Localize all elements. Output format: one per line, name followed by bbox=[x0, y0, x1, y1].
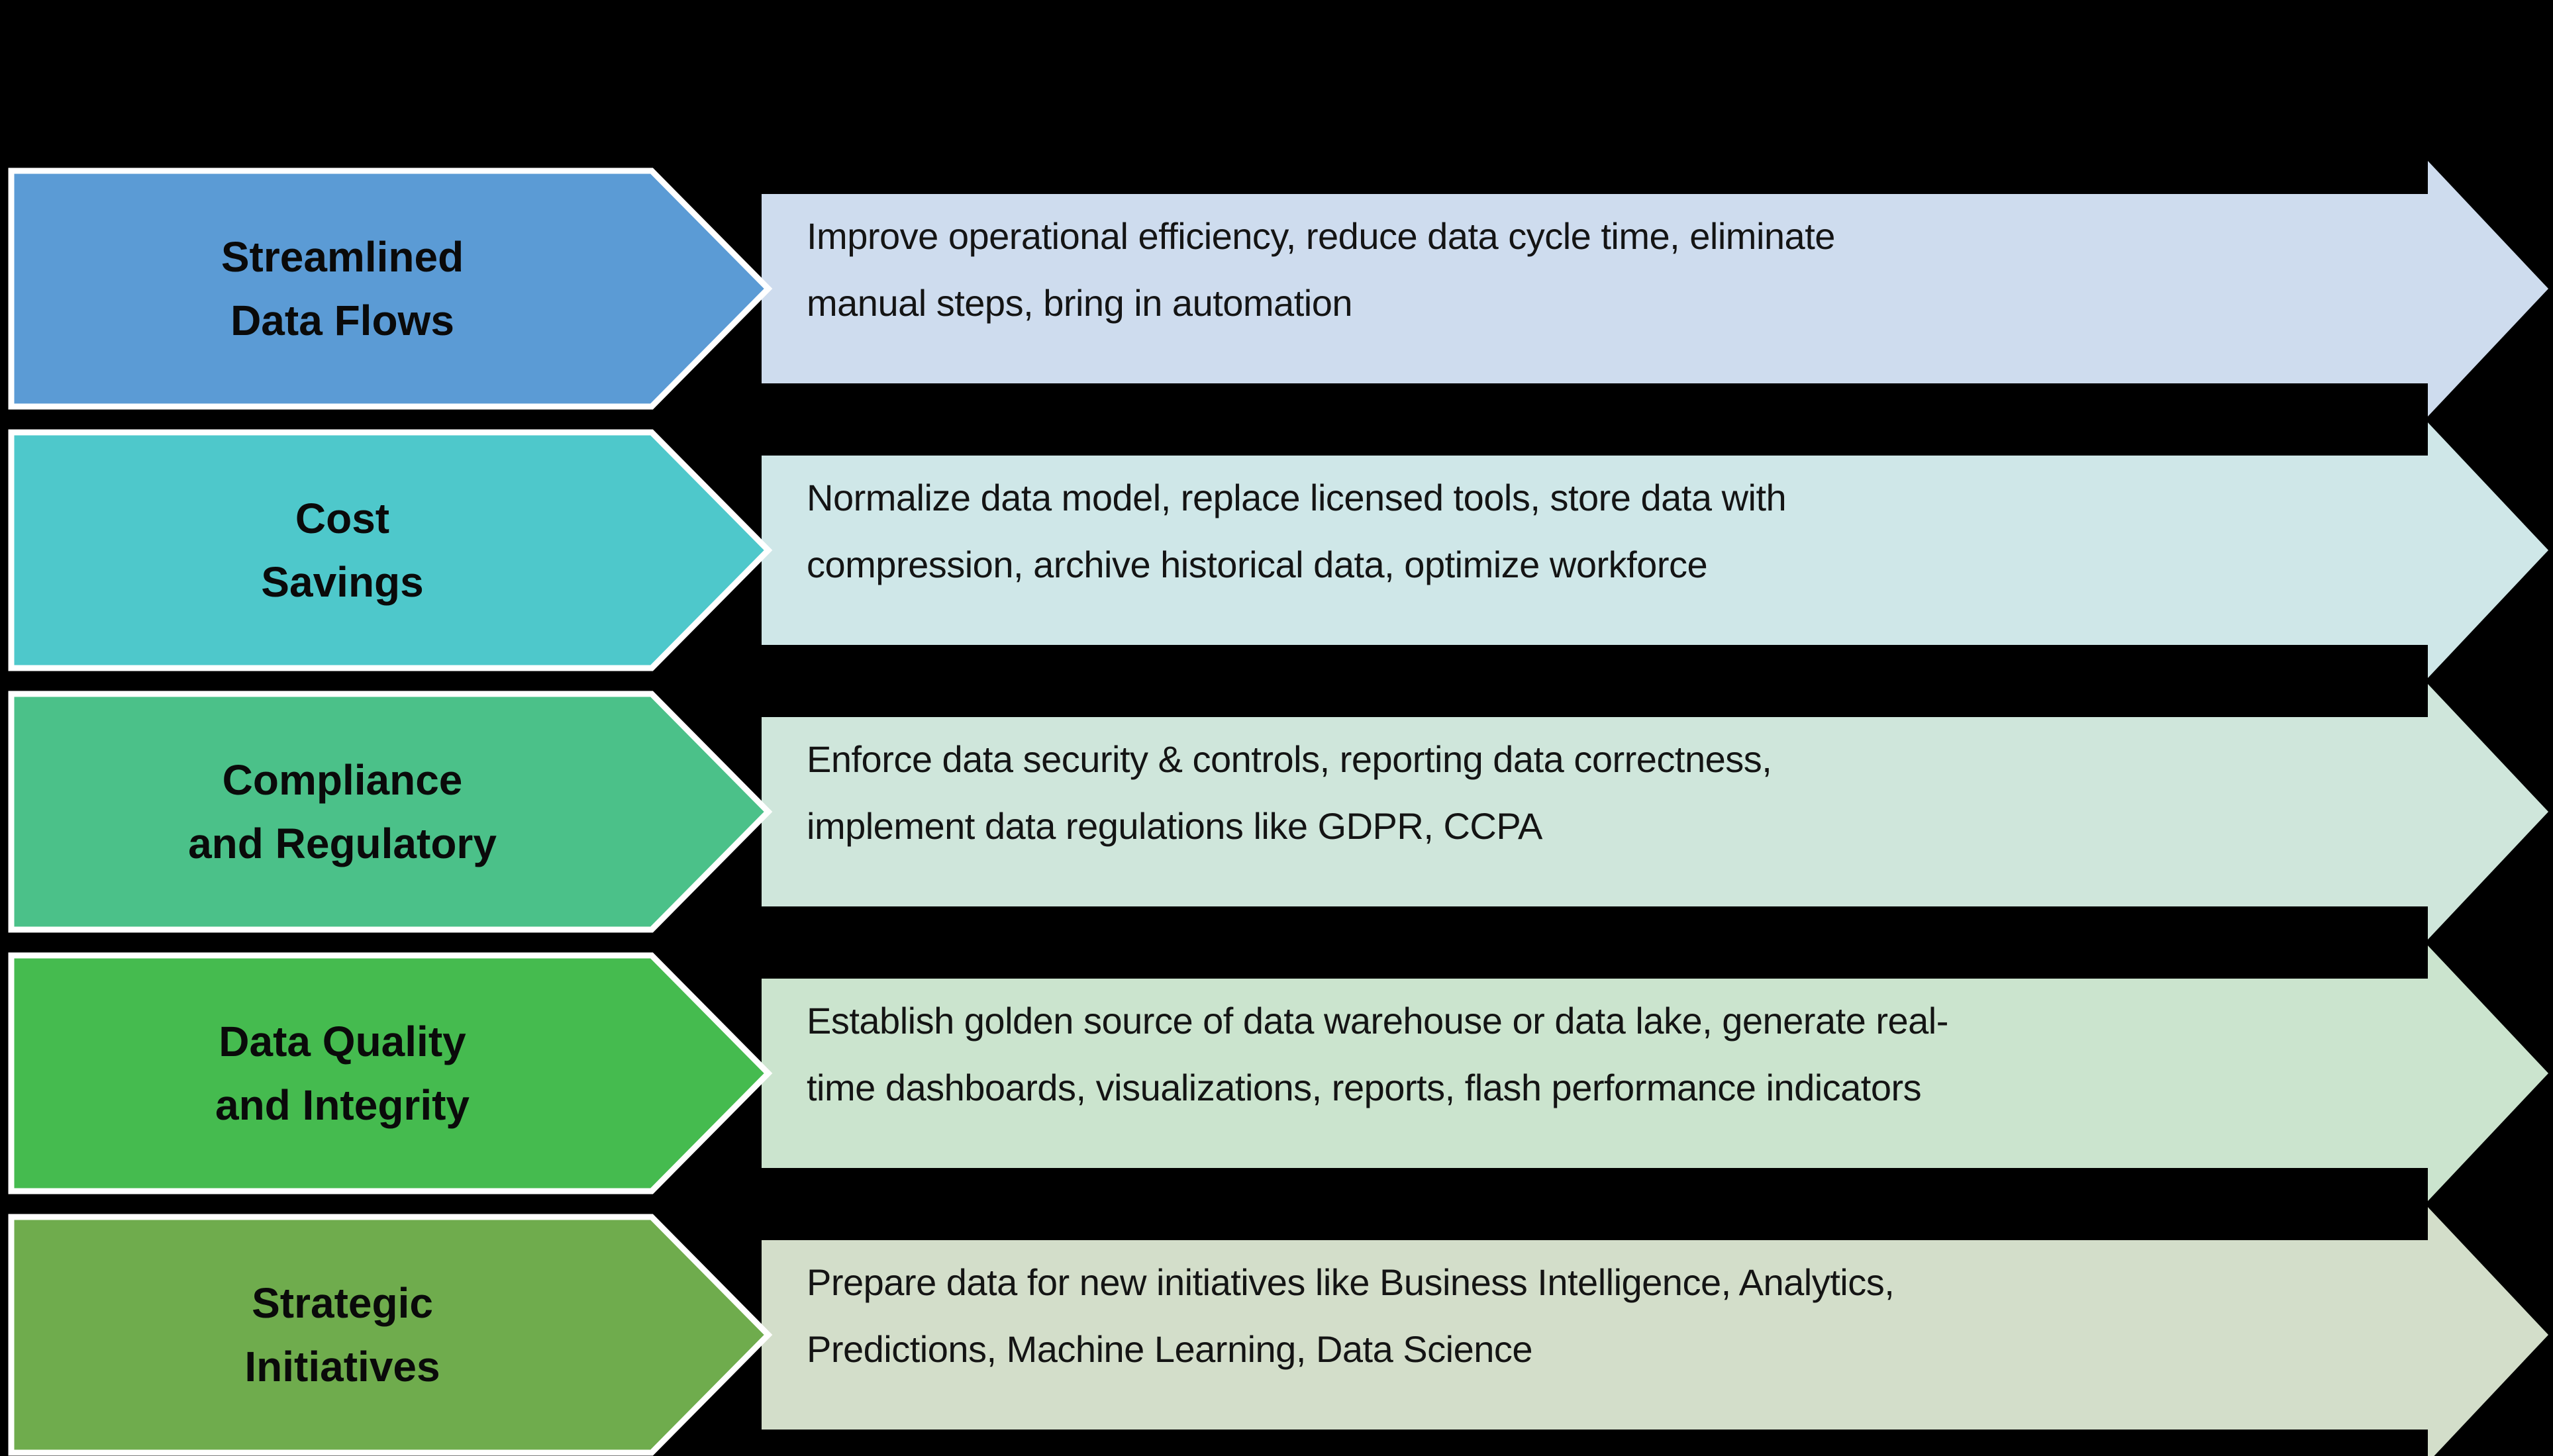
label-arrow-shape bbox=[8, 429, 773, 671]
row-label: Cost Savings bbox=[261, 495, 424, 606]
label-arrow-graphic bbox=[8, 691, 773, 933]
band-arrow-graphic bbox=[762, 161, 2548, 416]
row-label: Strategic Initiatives bbox=[244, 1279, 440, 1390]
row-label: Data Quality and Integrity bbox=[215, 1018, 470, 1129]
band-row-compliance-regulatory: Enforce data security & controls, report… bbox=[762, 683, 2550, 941]
label-arrow-graphic bbox=[8, 429, 773, 671]
band-arrow-graphic bbox=[762, 1207, 2548, 1456]
row-description: Establish golden source of data warehous… bbox=[807, 1000, 1948, 1108]
label-arrow-shape bbox=[8, 168, 773, 410]
label-arrow-graphic bbox=[8, 168, 773, 410]
band-row-streamlined-data-flows: Improve operational efficiency, reduce d… bbox=[762, 160, 2550, 418]
label-arrow-strategic-initiatives: Strategic Initiatives bbox=[8, 1214, 773, 1456]
row-description: Enforce data security & controls, report… bbox=[807, 738, 1772, 847]
row-description: Prepare data for new initiatives like Bu… bbox=[807, 1261, 1895, 1370]
label-arrow-compliance-regulatory: Compliance and Regulatory bbox=[8, 691, 773, 933]
band-row-cost-savings: Normalize data model, replace licensed t… bbox=[762, 421, 2550, 679]
band-row-strategic-initiatives: Prepare data for new initiatives like Bu… bbox=[762, 1206, 2550, 1456]
label-arrow-shape bbox=[8, 1214, 773, 1456]
row-description: Improve operational efficiency, reduce d… bbox=[807, 215, 1835, 324]
band-row-data-quality-integrity: Establish golden source of data warehous… bbox=[762, 944, 2550, 1202]
label-arrow-graphic bbox=[8, 1214, 773, 1456]
band-arrow-shape bbox=[762, 684, 2548, 940]
band-arrow-shape bbox=[762, 161, 2548, 416]
band-arrow-shape bbox=[762, 946, 2548, 1201]
label-arrow-shape bbox=[8, 691, 773, 933]
band-arrow-graphic bbox=[762, 422, 2548, 678]
band-arrow-graphic bbox=[762, 946, 2548, 1201]
band-arrow-shape bbox=[762, 1207, 2548, 1456]
row-label: Streamlined Data Flows bbox=[221, 233, 464, 344]
label-arrow-shape bbox=[8, 952, 773, 1194]
row-label: Compliance and Regulatory bbox=[188, 756, 497, 867]
label-arrow-data-quality-integrity: Data Quality and Integrity bbox=[8, 952, 773, 1194]
row-description: Normalize data model, replace licensed t… bbox=[807, 477, 1787, 585]
band-arrow-graphic bbox=[762, 684, 2548, 940]
label-arrow-cost-savings: Cost Savings bbox=[8, 429, 773, 671]
label-arrow-graphic bbox=[8, 952, 773, 1194]
label-arrow-streamlined-data-flows: Streamlined Data Flows bbox=[8, 168, 773, 410]
band-arrow-shape bbox=[762, 422, 2548, 678]
